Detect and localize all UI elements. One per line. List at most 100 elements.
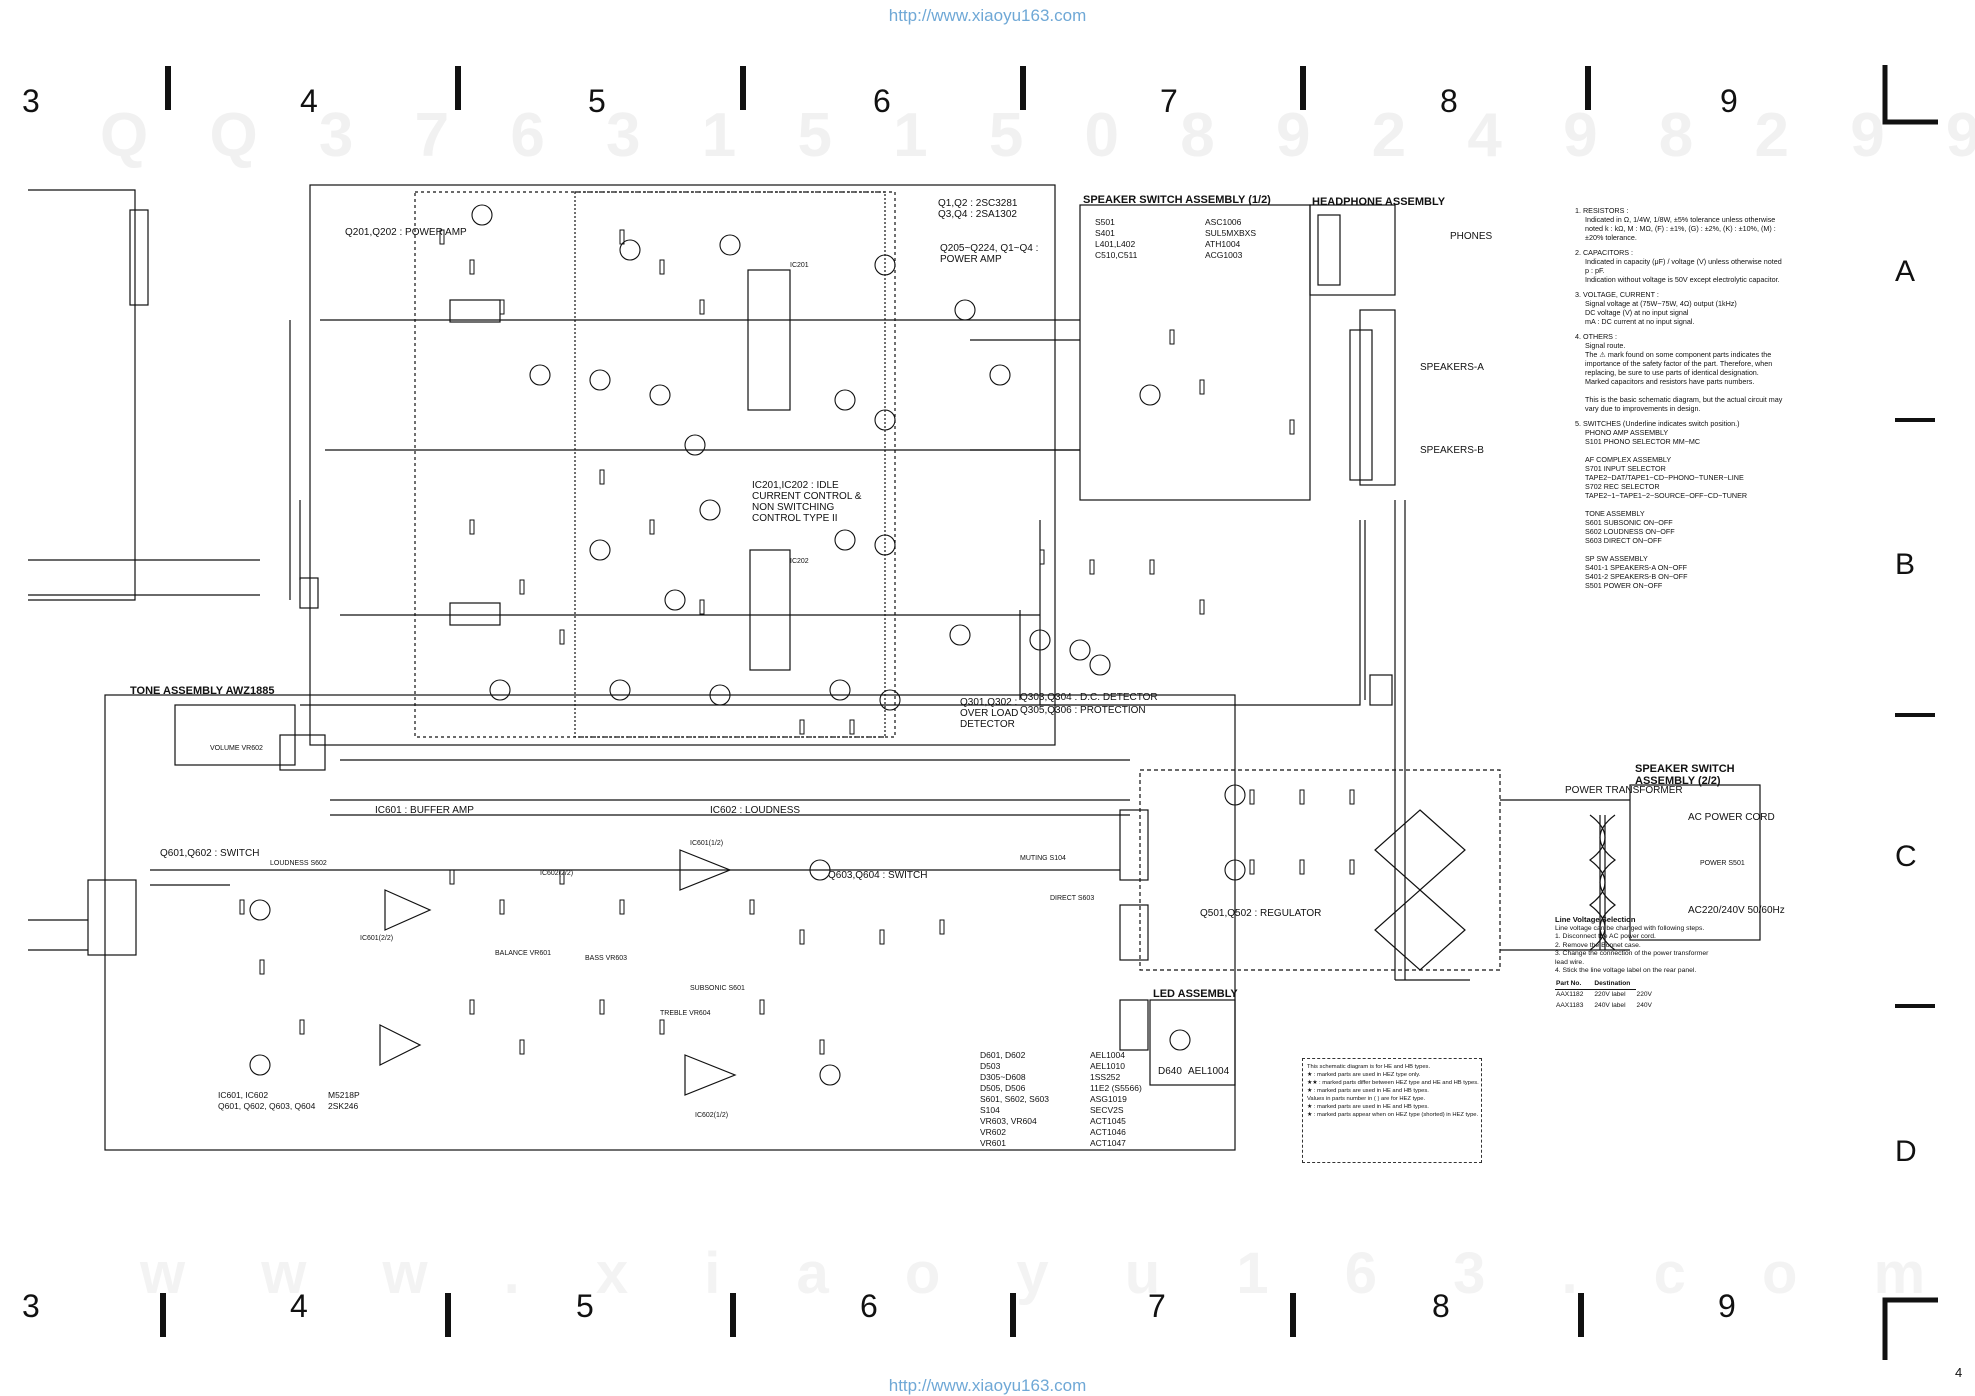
q301-detector-label: Q301,Q302 : OVER LOAD DETECTOR xyxy=(960,697,1019,730)
crop-mark-bottom-right xyxy=(1882,1297,1938,1360)
watermark-qq-top: Q Q 3 7 6 3 1 5 1 5 0 8 9 2 4 9 8 2 9 9 xyxy=(100,101,1975,170)
line-voltage-step: Line voltage can be changed with followi… xyxy=(1555,924,1705,932)
grid-column-label: 4 xyxy=(290,1288,308,1324)
grid-column-label: 6 xyxy=(873,83,891,119)
footnote-line: ★ : marked parts appear when on HEZ type… xyxy=(1307,1112,1479,1118)
row-separator-ab xyxy=(1895,418,1935,422)
grid-column-label: 6 xyxy=(860,1288,878,1324)
grid-tick-mark xyxy=(1300,66,1306,110)
component-label: IC201 xyxy=(790,262,809,269)
row-separator-cd xyxy=(1895,1004,1935,1008)
parts-number: 1SS252 xyxy=(1090,1072,1121,1082)
line-voltage-step: 4. Stick the line voltage label on the r… xyxy=(1555,967,1697,974)
ic201-ic202-label: IC201,IC202 : IDLE CURRENT CONTROL & NON… xyxy=(752,480,862,524)
power-transformer-label: POWER TRANSFORMER xyxy=(1565,785,1683,796)
parts-number: 11E2 (S5566) xyxy=(1090,1083,1142,1093)
parts-ref: VR601 xyxy=(980,1138,1006,1148)
grid-tick-mark xyxy=(1578,1293,1584,1337)
q205-q224-label: Q205~Q224, Q1~Q4 : POWER AMP xyxy=(940,243,1039,265)
row-separator-bc xyxy=(1895,713,1935,717)
note-line: DC voltage (V) at no input signal xyxy=(1585,308,1689,317)
note-line: Indicated in Ω, 1/4W, 1/8W, ±5% toleranc… xyxy=(1585,215,1776,224)
footnote-line: ★ : marked parts are used in HE and HB t… xyxy=(1307,1088,1429,1094)
line-voltage-steps: Line voltage can be changed with followi… xyxy=(1555,925,1765,976)
source-url-bottom[interactable]: http://www.xiaoyu163.com xyxy=(888,1376,1087,1395)
grid-column-label: 8 xyxy=(1440,83,1458,119)
note-line: ±20% tolerance. xyxy=(1585,233,1637,242)
parts-number: ASC1006 xyxy=(1205,217,1242,227)
note-line: The ⚠ mark found on some component parts… xyxy=(1585,350,1772,359)
line-voltage-section: Line Voltage Selection Line voltage can … xyxy=(1555,915,1765,1012)
grid-tick-mark xyxy=(1020,66,1026,110)
line-voltage-cell: 220V label xyxy=(1594,991,1626,998)
note-line: importance of the safety factor of the p… xyxy=(1585,359,1773,368)
note-line: mA : DC current at no input signal. xyxy=(1585,317,1695,326)
q601-q602-switch-label: Q601,Q602 : SWITCH xyxy=(160,848,260,859)
parts-ref: D505, D506 xyxy=(980,1083,1026,1093)
component-label: SUBSONIC S601 xyxy=(690,985,745,992)
note-line xyxy=(1575,386,1815,395)
power-amp-label: Q201,Q202 : POWER AMP xyxy=(345,227,467,238)
component-label: IC601(2/2) xyxy=(360,935,394,942)
parts-ref: C510,C511 xyxy=(1095,250,1138,260)
footnote-line: ★ : marked parts are used in HE and HB t… xyxy=(1307,1104,1429,1110)
parts-number: SECV2S xyxy=(1090,1105,1124,1115)
note-line: Indicated in capacity (μF) / voltage (V)… xyxy=(1585,257,1782,266)
q3-q4-label: Q3,Q4 : 2SA1302 xyxy=(938,209,1017,220)
line-voltage-cell: 240V label xyxy=(1594,1001,1626,1009)
note-line: vary due to improvements in design. xyxy=(1585,404,1701,413)
grid-column-label: 5 xyxy=(588,83,606,119)
note-heading: 5. SWITCHES (Underline indicates switch … xyxy=(1575,419,1740,428)
line-voltage-step: 3. Change the connection of the power tr… xyxy=(1555,950,1709,957)
note-line: Marked capacitors and resistors have par… xyxy=(1585,377,1755,386)
parts-ref: D601, D602 xyxy=(980,1050,1026,1060)
component-label: IC602(2/2) xyxy=(540,870,574,877)
parts-row: VR602 ACT1046 xyxy=(980,1127,1142,1138)
footnote-line: ★ : marked parts are used in HEZ type on… xyxy=(1307,1072,1421,1078)
note-line xyxy=(1575,446,1815,455)
note-line xyxy=(1575,500,1815,509)
grid-row-label: C xyxy=(1895,840,1917,873)
phones-label: PHONES xyxy=(1450,231,1493,242)
speakers-a-label: SPEAKERS-A xyxy=(1420,362,1484,373)
component-label: DIRECT S603 xyxy=(1050,895,1095,902)
lv-col-destination: Destination xyxy=(1593,978,1636,990)
led-part-number: AEL1004 xyxy=(1188,1066,1230,1077)
grid-column-label: 4 xyxy=(300,83,318,119)
footnote-line: This schematic diagram is for HE and HB … xyxy=(1307,1064,1431,1070)
grid-tick-mark xyxy=(1290,1293,1296,1337)
note-line: S101 PHONO SELECTOR MM~MC xyxy=(1585,437,1701,446)
parts-ref: L401,L402 xyxy=(1095,239,1136,249)
footnote-box: This schematic diagram is for HE and HB … xyxy=(1302,1058,1482,1163)
parts-ref: D305~D608 xyxy=(980,1072,1026,1082)
speakers-b-label: SPEAKERS-B xyxy=(1420,445,1484,456)
q603-q604-switch-label: Q603,Q604 : SWITCH xyxy=(828,870,928,881)
component-label: POWER S501 xyxy=(1700,860,1745,867)
note-line: S602 LOUDNESS ON~OFF xyxy=(1585,527,1675,536)
parts-ref: VR602 xyxy=(980,1127,1006,1137)
watermark-url-bottom: w w w . x i a o y u 1 6 3 . c o m xyxy=(140,1241,1956,1306)
parts-number: ACT1046 xyxy=(1090,1127,1126,1137)
grid-column-label: 7 xyxy=(1160,83,1178,119)
parts-number: ATH1004 xyxy=(1205,239,1241,249)
note-line: S501 POWER ON~OFF xyxy=(1585,581,1663,590)
grid-column-label: 3 xyxy=(22,1288,40,1324)
parts-number: AEL1010 xyxy=(1090,1061,1125,1071)
parts-number: ACT1045 xyxy=(1090,1116,1126,1126)
grid-tick-mark xyxy=(740,66,746,110)
parts-ref: VR603, VR604 xyxy=(980,1116,1037,1126)
note-line: Signal route. xyxy=(1585,341,1626,350)
source-url-top[interactable]: http://www.xiaoyu163.com xyxy=(888,6,1087,25)
grid-column-label: 3 xyxy=(22,83,40,119)
grid-tick-mark xyxy=(165,66,171,110)
led-part-ref: D640 xyxy=(1158,1066,1182,1077)
grid-tick-mark xyxy=(1010,1293,1016,1337)
q501-regulator-label: Q501,Q502 : REGULATOR xyxy=(1200,908,1322,919)
